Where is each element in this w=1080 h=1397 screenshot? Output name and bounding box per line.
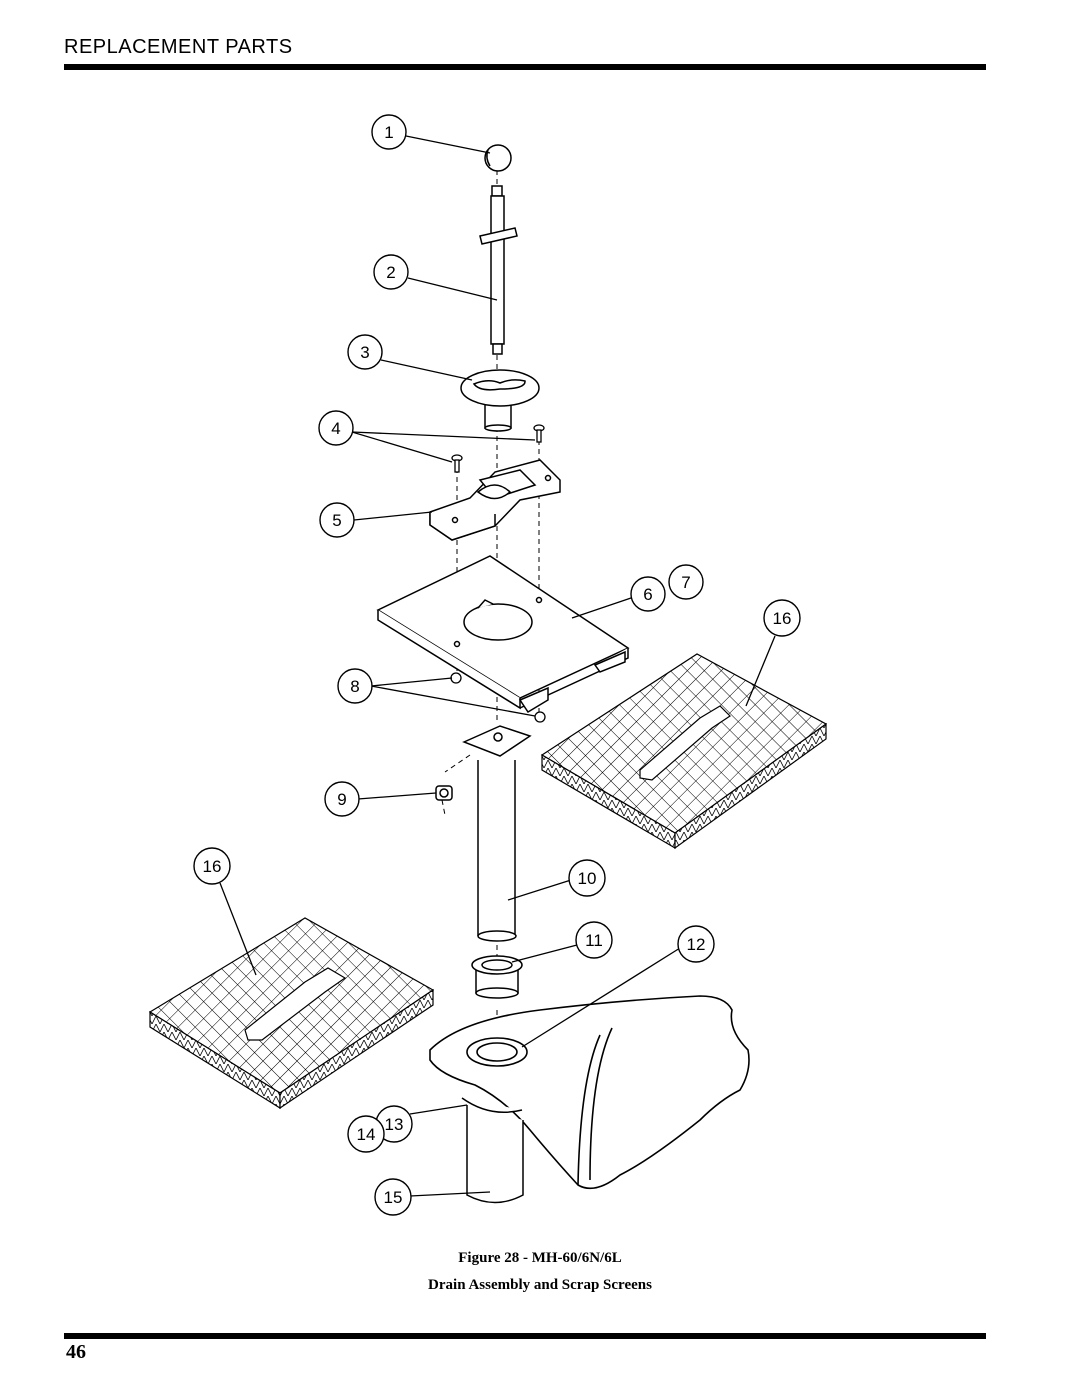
callout-8: 8: [350, 677, 359, 696]
callout-circle-14: [347, 1115, 385, 1153]
bushing-part: [471, 955, 523, 999]
drain-housing-part: [376, 555, 630, 714]
callout-circle-7: [668, 564, 704, 600]
callout-circle-5: [319, 502, 355, 538]
fitting-nut-part: [435, 785, 453, 801]
callout-15: 15: [384, 1188, 403, 1207]
drain-funnel-part: [429, 995, 750, 1190]
callout-9: 9: [337, 790, 346, 809]
callout-circle-16b: [193, 847, 231, 885]
footer-rule: [64, 1333, 986, 1339]
callout-4: 4: [331, 419, 340, 438]
callout-2: 2: [386, 263, 395, 282]
callout-11: 11: [585, 931, 603, 950]
callout-circle-9: [324, 781, 360, 817]
figure-caption-number: Figure 28 - MH-60/6N/6L: [458, 1250, 622, 1266]
bracket-plate-part: [429, 459, 561, 541]
callout-circle-16a: [763, 599, 801, 637]
callout-5: 5: [332, 511, 341, 530]
callout-16-right: 16: [773, 609, 792, 628]
drain-rod-part: [479, 185, 518, 355]
callout-7: 7: [681, 573, 690, 592]
leader-lines: [219, 135, 776, 1197]
section-title: REPLACEMENT PARTS: [64, 36, 293, 58]
callout-circle-10: [568, 859, 606, 897]
callout-12: 12: [687, 935, 706, 954]
header-rule: [64, 64, 986, 70]
screw-part: [451, 424, 545, 473]
callout-circle-4: [318, 410, 354, 446]
scrap-screen-right: [540, 653, 828, 850]
callout-circle-15: [374, 1178, 412, 1216]
drain-tube-part: [462, 725, 532, 942]
callout-1: 1: [384, 123, 393, 142]
callout-16-left: 16: [203, 857, 222, 876]
callout-14: 14: [357, 1125, 376, 1144]
figure-caption-title: Drain Assembly and Scrap Screens: [428, 1277, 652, 1293]
callout-3: 3: [360, 343, 369, 362]
callout-6: 6: [643, 585, 652, 604]
callout-circle-12: [677, 925, 715, 963]
lower-pipe-part: [461, 1097, 524, 1204]
callout-circle-1: [371, 114, 407, 150]
callout-circle-11: [575, 921, 613, 959]
drain-cover-part: [460, 369, 540, 432]
scrap-screen-left: [148, 917, 435, 1110]
callout-circle-8: [337, 668, 373, 704]
callout-circle-2: [373, 254, 409, 290]
page-number: 46: [66, 1341, 86, 1363]
callout-13: 13: [385, 1115, 404, 1134]
callout-10: 10: [578, 869, 597, 888]
drain-knob-part: [484, 144, 512, 172]
nut-part: [450, 672, 546, 723]
callout-circle-6: [630, 576, 666, 612]
callout-circle-3: [347, 334, 383, 370]
